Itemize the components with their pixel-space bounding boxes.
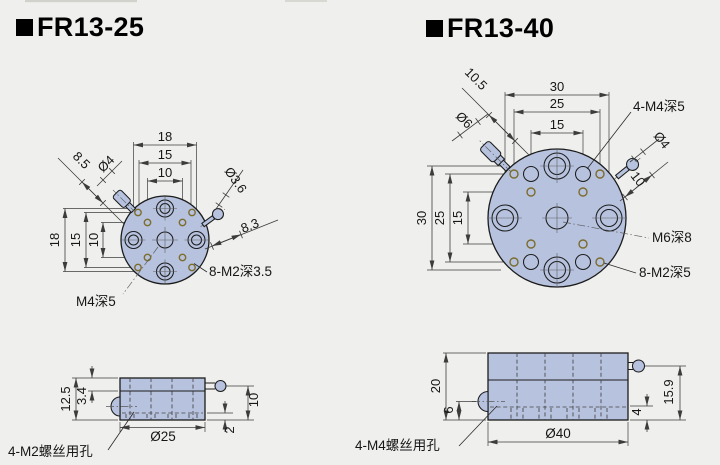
callout-4-m4-screw-holes: 4-M4螺丝用孔 xyxy=(355,405,498,453)
callout-4-m2-screw-holes: 4-M2螺丝用孔 xyxy=(8,411,135,459)
dim-diameter-25: Ø25 xyxy=(150,429,176,444)
label-4-m4-screw-holes: 4-M4螺丝用孔 xyxy=(355,438,440,453)
label-4-m2-screw-holes: 4-M2螺丝用孔 xyxy=(8,444,93,459)
fr13-25-top-view: 18 15 10 18 15 10 8.5 Ø4 xyxy=(47,129,279,309)
dim-8-3: 8.3 xyxy=(239,215,261,236)
dim-10-knob: 10 xyxy=(628,169,649,190)
title-bullet-square xyxy=(16,19,33,36)
center-hole-m6 xyxy=(542,203,572,233)
side-knob-right xyxy=(205,379,227,393)
dim-15-horizontal: 15 xyxy=(550,117,564,132)
dim-25-horizontal: 25 xyxy=(550,96,564,111)
dim-10-side: 10 xyxy=(246,393,261,407)
counterbore-holes xyxy=(488,149,626,287)
m4-holes xyxy=(522,165,592,271)
dim-diameter-3-6: Ø3.6 xyxy=(222,164,250,196)
dim-30-vertical: 30 xyxy=(414,211,429,225)
side-dimensions xyxy=(443,352,686,446)
side-knob-right xyxy=(628,359,646,373)
dim-diameter-40: Ø40 xyxy=(545,426,571,441)
callout-4-m4: 4-M4深5 xyxy=(586,99,685,170)
dim-20: 20 xyxy=(428,379,443,393)
title-bullet-square xyxy=(426,20,443,37)
dim-15-horizontal: 15 xyxy=(158,147,172,162)
adjust-knob-top-left xyxy=(479,140,512,173)
counterbore-holes xyxy=(121,196,209,284)
label-8-m2-deep-5: 8-M2深5 xyxy=(639,265,691,280)
adjust-knob-right xyxy=(200,208,226,228)
dim-4: 4 xyxy=(629,408,644,415)
hidden-lines xyxy=(490,353,626,420)
dim-2: 2 xyxy=(222,426,237,433)
diagonal-dim-d36: Ø3.6 xyxy=(215,164,250,210)
dim-15-vertical: 15 xyxy=(68,233,83,247)
callout-8-m2: 8-M2深5 xyxy=(603,262,691,280)
callout-8-m2: 8-M2深3.5 xyxy=(193,263,272,279)
panel-fr13-40: FR13-40 xyxy=(355,13,692,453)
m2-thread-holes xyxy=(509,169,605,267)
callout-m6: M6深8 xyxy=(562,221,692,245)
label-m6-deep-8: M6深8 xyxy=(652,230,692,245)
diagonal-dim-d4: Ø4 xyxy=(629,129,673,163)
dim-diameter-6: Ø6 xyxy=(453,109,476,132)
dim-diameter-4: Ø4 xyxy=(95,152,118,175)
diagonal-dim-d4: Ø4 xyxy=(95,152,123,187)
dim-6: 6 xyxy=(441,406,456,413)
side-knob-left xyxy=(106,396,137,417)
fr13-40-side-view: 20 6 4 15.9 Ø40 4-M4螺丝用孔 xyxy=(355,352,686,453)
callout-m4: M4深5 xyxy=(76,246,159,309)
diagonal-dim-d6: Ø6 xyxy=(451,109,489,142)
label-8-m2-deep-3-5: 8-M2深3.5 xyxy=(209,264,272,279)
adjust-knob-top-left xyxy=(112,189,137,214)
dim-30-horizontal: 30 xyxy=(550,79,564,94)
diagonal-dim-8-3: 8.3 xyxy=(204,215,279,250)
label-4-m4-deep-5: 4-M4深5 xyxy=(633,99,685,114)
dimension-lines xyxy=(62,142,197,272)
side-dimensions xyxy=(72,366,254,432)
dim-18-vertical: 18 xyxy=(47,233,62,247)
dim-10-horizontal: 10 xyxy=(158,165,172,180)
dim-3-4: 3.4 xyxy=(74,387,89,405)
adjust-knob-right xyxy=(614,157,641,180)
top-edge-artifact xyxy=(25,0,327,3)
dimension-lines xyxy=(429,92,609,270)
hidden-lines xyxy=(122,378,203,420)
dim-diameter-4: Ø4 xyxy=(651,129,673,152)
center-hole-m4 xyxy=(152,227,178,253)
dim-15-vertical: 15 xyxy=(450,211,465,225)
fr13-40-top-view: 30 25 15 30 25 15 10.5 Ø6 xyxy=(414,65,692,288)
m2-thread-holes xyxy=(134,208,196,272)
label-m4-deep-5: M4深5 xyxy=(76,294,116,309)
side-knob-left xyxy=(472,390,505,413)
panel-fr13-25: FR13-25 xyxy=(8,12,279,459)
dim-25-vertical: 25 xyxy=(432,211,447,225)
page-title-fr13-25: FR13-25 xyxy=(37,12,144,42)
diagonal-dim-10: 10 xyxy=(619,161,669,202)
dim-10-5: 10.5 xyxy=(462,65,491,94)
dim-18-horizontal: 18 xyxy=(158,129,172,144)
dim-8-5: 8.5 xyxy=(70,149,93,172)
diagonal-dim-10-5: 10.5 xyxy=(461,65,530,156)
dim-12-5: 12.5 xyxy=(58,386,73,411)
dim-10-vertical: 10 xyxy=(86,233,101,247)
page-title-fr13-40: FR13-40 xyxy=(447,13,554,43)
fr13-25-side-view: 12.5 3.4 10 2 Ø25 4-M2螺丝用孔 xyxy=(8,366,261,459)
dim-15-9: 15.9 xyxy=(661,379,676,404)
